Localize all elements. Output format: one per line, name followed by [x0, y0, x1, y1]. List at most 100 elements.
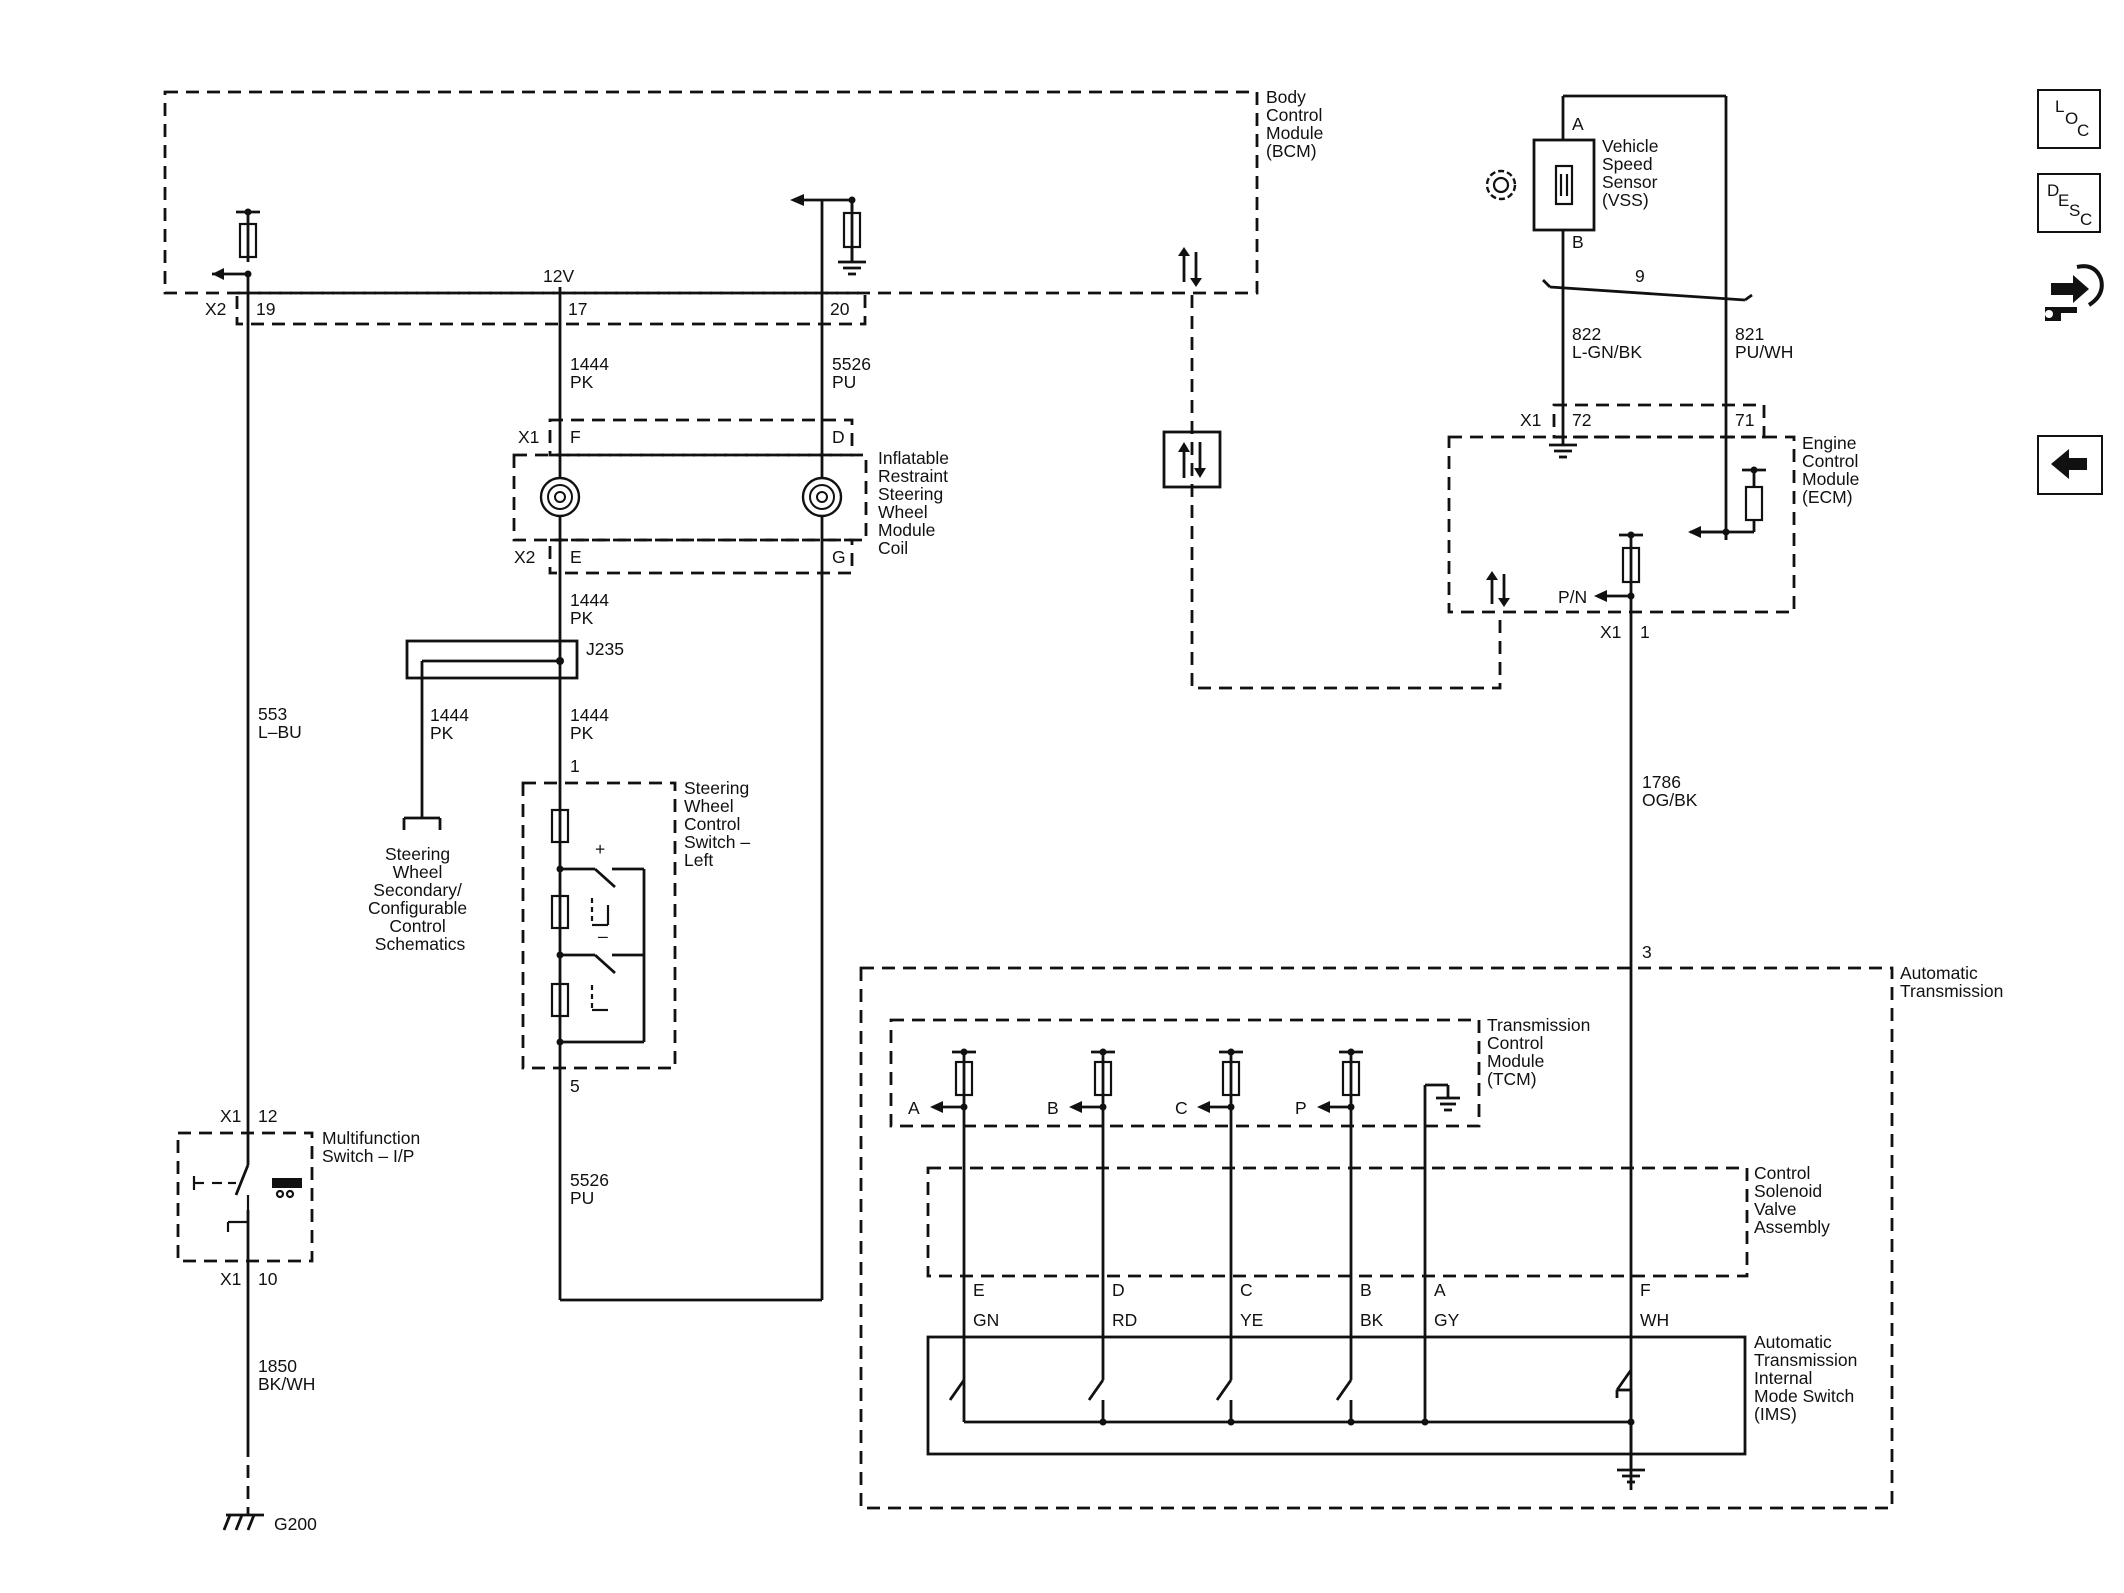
wire-5526-label-a: 5526 PU [832, 354, 876, 392]
tcm-input-c: C [1175, 1098, 1188, 1118]
wire-5526-label-b: 5526 PU [570, 1170, 614, 1208]
ims-pin-a: A [1434, 1280, 1446, 1300]
mfs-label: Multifunction Switch – I/P [322, 1128, 425, 1166]
ecm-pin-1: 1 [1640, 622, 1650, 642]
steering-wheel-secondary-label: Steering Wheel Secondary/ Configurable C… [368, 844, 472, 954]
mfs-pin-10: 10 [258, 1269, 278, 1289]
multifunction-switch: X1 12 X1 10 Multifunction Switch – I/P [176, 1106, 425, 1289]
tcm-input-b: B [1047, 1098, 1059, 1118]
ims-color-ye: YE [1240, 1310, 1263, 1330]
transmission-control-module [889, 1018, 1481, 1128]
desc-letter-c: C [2080, 210, 2093, 229]
vss-pin-a: A [1572, 114, 1584, 134]
inflatable-restraint-coil: X1 F D X2 E G Inflatable Restraint Steer… [512, 418, 954, 575]
wire-553-label: 553 L–BU [258, 704, 302, 742]
loc-letter-o: O [2065, 109, 2079, 128]
vss-label: Vehicle Speed Sensor (VSS) [1602, 136, 1663, 210]
back-button[interactable] [2037, 435, 2103, 495]
tcm-ground: A GY [1423, 1083, 1460, 1422]
ims-pin-b: B [1360, 1280, 1372, 1300]
wire-1444-label-d: 1444 PK [570, 705, 614, 743]
coil-pin-g: G [832, 547, 846, 567]
ecm-pin-72: 72 [1572, 410, 1591, 430]
ims-pin-d: D [1112, 1280, 1125, 1300]
clockspring-icon-right [801, 476, 843, 518]
bcm-pin-20: 20 [830, 299, 850, 319]
wire-1850-label: 1850 BK/WH [258, 1356, 315, 1394]
wire-1786-label: 1786 OG/BK [1642, 772, 1698, 810]
twisted-pair-9: 9 [1635, 266, 1645, 286]
mfs-pin-12: 12 [258, 1106, 277, 1126]
bcm-label: Body Control Module (BCM) [1266, 87, 1328, 161]
desc-letter-e: E [2058, 191, 2070, 210]
ground-g200: G200 [222, 1513, 317, 1534]
back-arrow-icon [2051, 449, 2087, 479]
ims-label: Automatic Transmission Internal Mode Swi… [1754, 1332, 1862, 1424]
swc-plus-label: + [595, 839, 605, 859]
internal-mode-switch [926, 1335, 1747, 1456]
control-solenoid-valve-assembly [926, 1166, 1749, 1278]
gear-icon [1485, 169, 1517, 201]
ims-pin-e: E [973, 1280, 985, 1300]
clockspring-icon-left [539, 476, 581, 518]
bcm-serial-data-icon [1178, 247, 1202, 287]
wire-1444-label-c: 1444 PK [430, 705, 474, 743]
bcm-pin-19: 19 [256, 299, 275, 319]
csv-label: Control Solenoid Valve Assembly [1754, 1163, 1830, 1237]
ecm-label: Engine Control Module (ECM) [1802, 433, 1864, 507]
swc-pin-1: 1 [570, 756, 580, 776]
tcm-label: Transmission Control Module (TCM) [1487, 1015, 1595, 1089]
location-button[interactable]: L O C [2037, 89, 2101, 149]
ims-color-rd: RD [1112, 1310, 1137, 1330]
ecm-x1-bottom-label: X1 [1600, 622, 1621, 642]
swc-minus-label: – [598, 926, 608, 946]
desc-letter-s: S [2069, 201, 2081, 220]
ims-color-bk: BK [1360, 1310, 1384, 1330]
tcm-channel-p: P B BK [1295, 1048, 1384, 1401]
ecm-pin-71: 71 [1735, 410, 1754, 430]
wire-821-label: 821 PU/WH [1735, 324, 1793, 362]
ecm-serial-data-icon [1486, 571, 1510, 607]
engine-control-module: X1 72 71 Engine Control Module (ECM) P/N [1447, 403, 1864, 642]
tcm-channel-b: B D RD [1047, 1048, 1137, 1401]
tcm-channel-c: C C YE [1175, 1048, 1263, 1401]
desc-letter-d: D [2047, 181, 2060, 200]
coil-pin-f: F [570, 427, 581, 447]
swc-pin-5: 5 [570, 1076, 580, 1096]
loc-letter-l: L [2055, 97, 2065, 116]
coil-x1-label: X1 [518, 427, 539, 447]
mfs-x1-bottom: X1 [220, 1269, 241, 1289]
tcm-input-p: P [1295, 1098, 1307, 1118]
automatic-transmission: Automatic Transmission Transmission Cont… [859, 963, 2003, 1510]
tcm-channel-a: A E GN [908, 1048, 999, 1401]
ims-color-gy: GY [1434, 1310, 1460, 1330]
ims-color-gn: GN [973, 1310, 999, 1330]
wire-1444-label-b: 1444 PK [570, 590, 614, 628]
bcm-connector-x2 [235, 291, 867, 326]
vehicle-speed-sensor: A B Vehicle Speed Sensor (VSS) 9 [1485, 94, 1753, 540]
ims-pin-c: C [1240, 1280, 1253, 1300]
vss-pin-b: B [1572, 232, 1584, 252]
bcm-pin-17: 17 [568, 299, 587, 319]
ims-color-wh: WH [1640, 1310, 1669, 1330]
ims-pin-f: F [1640, 1280, 1651, 1300]
serial-data-icon[interactable] [1162, 430, 1222, 489]
coil-x2-label: X2 [514, 547, 535, 567]
coil-label: Inflatable Restraint Steering Wheel Modu… [878, 448, 954, 558]
splice-j235: J235 [405, 639, 624, 818]
description-button[interactable]: D E S C [2037, 173, 2101, 233]
connector-repair-icon[interactable] [2037, 255, 2107, 335]
mfs-x1-top: X1 [220, 1106, 241, 1126]
serial-data-link [1190, 295, 1502, 690]
steering-wheel-control-switch-left: 1 5 Steering Wheel Control Switch – Left… [521, 756, 750, 1096]
at-label: Automatic Transmission [1900, 963, 2003, 1001]
ecm-pn-label: P/N [1558, 587, 1587, 607]
coil-pin-d: D [832, 427, 845, 447]
wire-822-label: 822 L-GN/BK [1572, 324, 1642, 362]
bcm-x2-label: X2 [205, 299, 226, 319]
at-pin-3: 3 [1642, 942, 1652, 962]
loc-letter-c: C [2077, 121, 2090, 140]
wire-1444-label-a: 1444 PK [570, 354, 614, 392]
coil-pin-e: E [570, 547, 582, 567]
